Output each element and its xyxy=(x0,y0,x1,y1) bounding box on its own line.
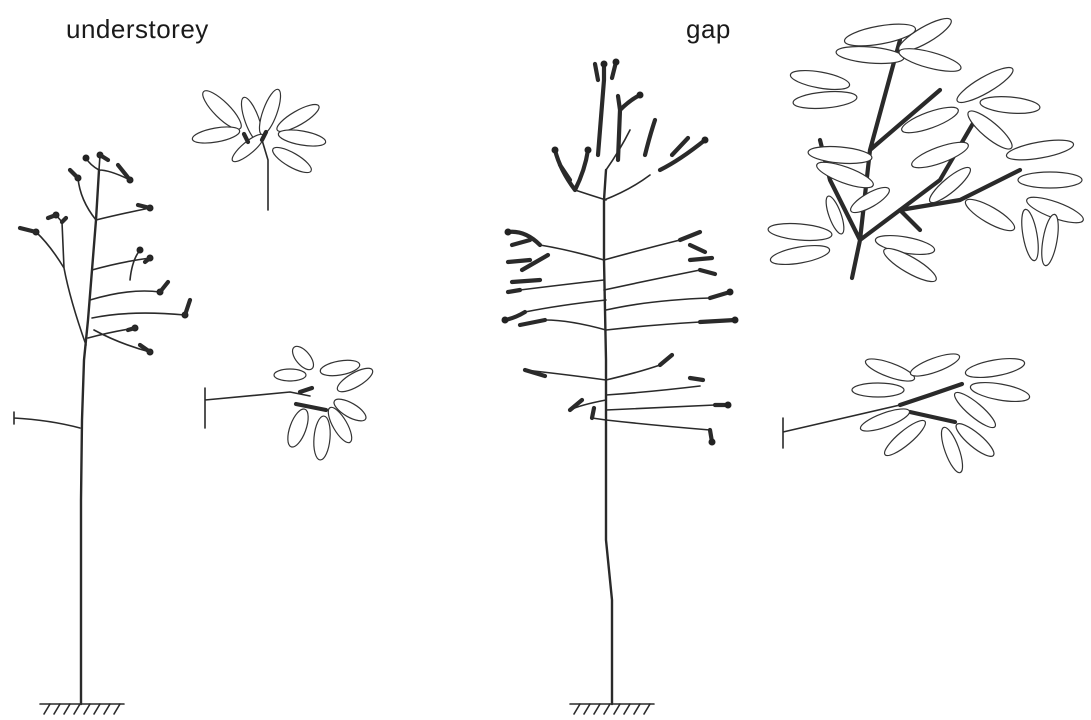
understorey-shoot-detail-side xyxy=(205,343,376,461)
ground-hatch-left xyxy=(40,704,124,714)
gap-shoot-detail-top xyxy=(767,13,1086,287)
understorey-shoot-detail-top xyxy=(191,86,327,210)
gap-tree xyxy=(502,59,739,715)
trunk xyxy=(81,170,99,704)
lower-branch xyxy=(14,412,80,428)
gap-shoot-detail-side xyxy=(783,350,1031,475)
understorey-tree xyxy=(14,152,190,715)
ground-hatch-right xyxy=(570,704,654,714)
trunk xyxy=(604,170,612,704)
